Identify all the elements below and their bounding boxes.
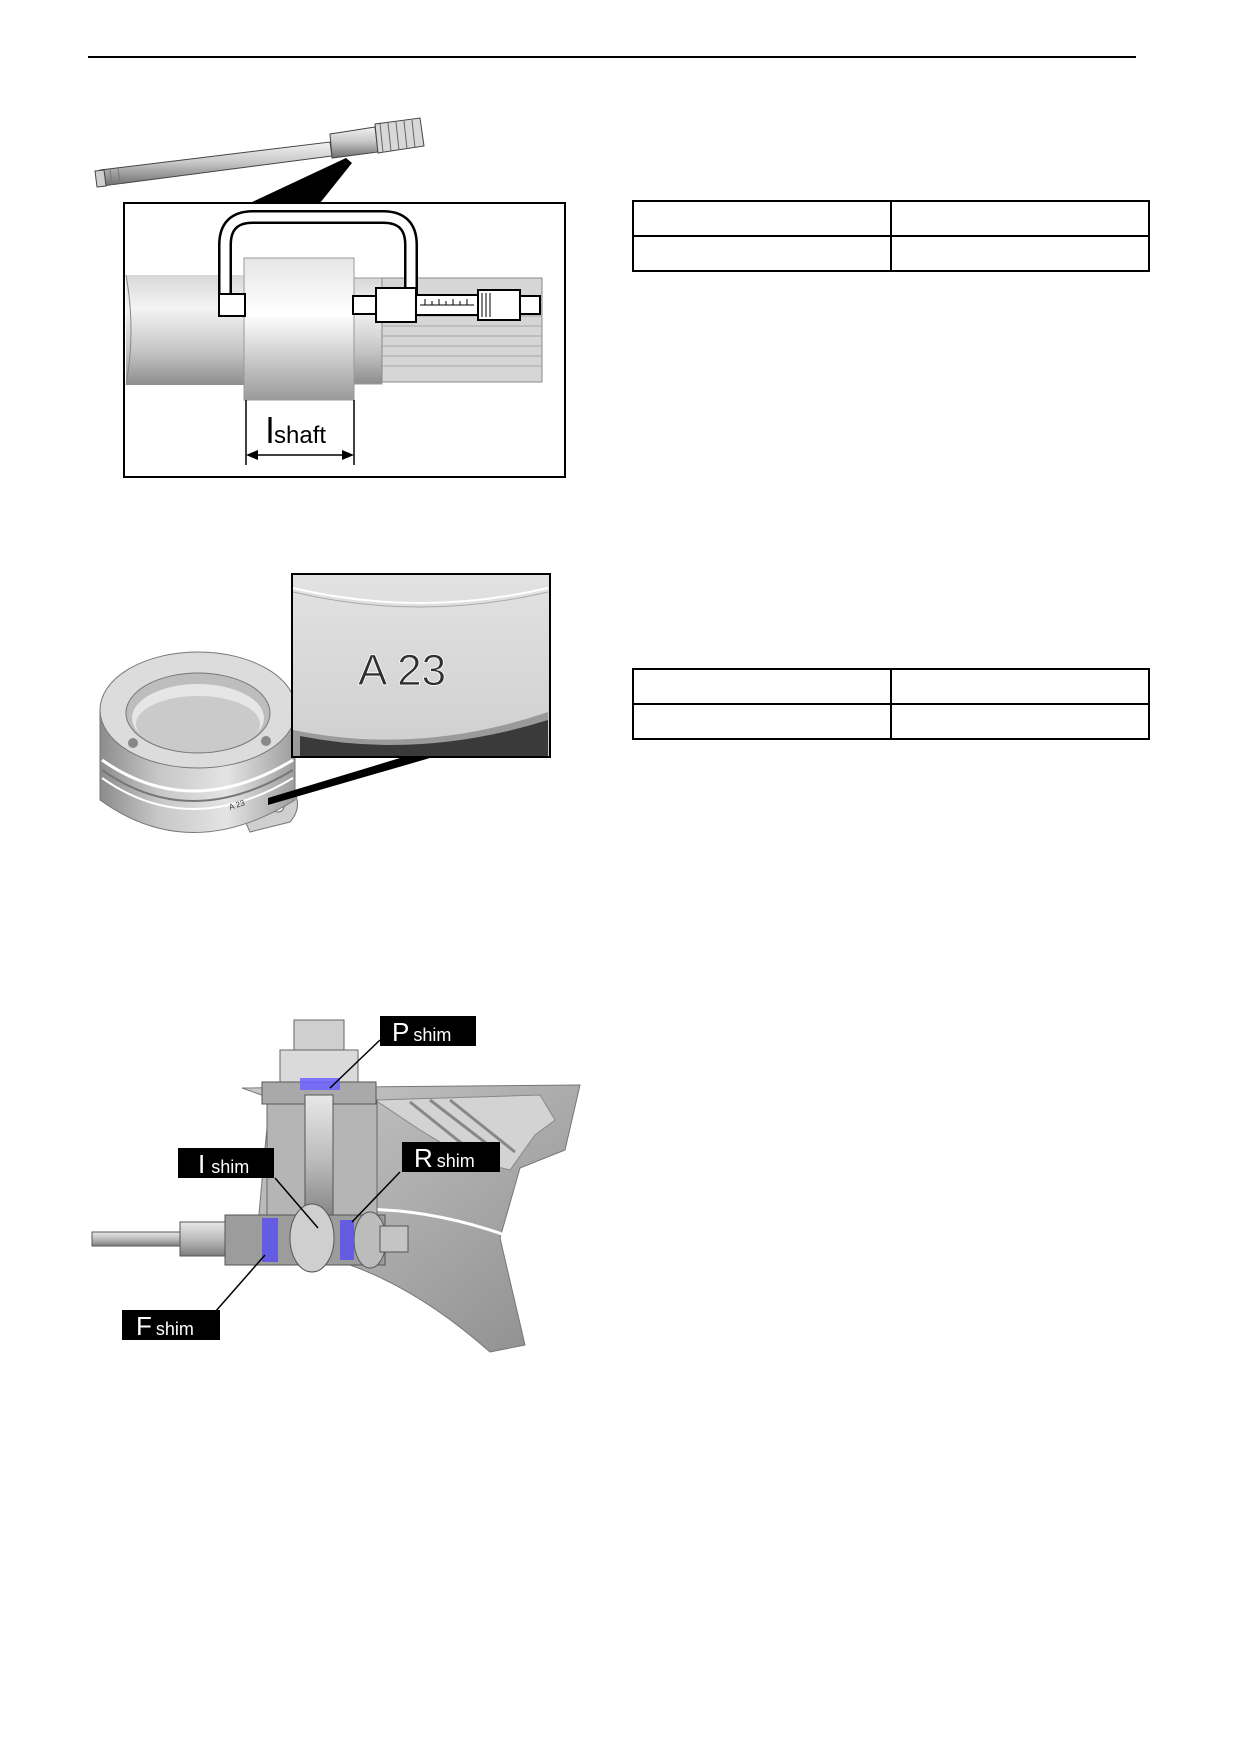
f-shim-mark (262, 1218, 278, 1262)
table-cell (890, 703, 1150, 740)
inset-marking: A 23 (358, 646, 446, 695)
r-shim-mark (340, 1220, 354, 1260)
spec-table-1 (632, 200, 1150, 272)
shaft-collar (243, 257, 355, 401)
header-rule (88, 56, 1136, 58)
micrometer (218, 210, 541, 323)
spec-table-2 (632, 668, 1150, 740)
bearing-housing-figure: A 23 A 23 (99, 573, 551, 833)
table-cell (632, 668, 892, 705)
table-cell (890, 668, 1150, 705)
dimension-label: lshaft (266, 410, 326, 451)
table-cell (632, 703, 892, 740)
table-cell (632, 200, 892, 237)
table-cell (632, 235, 892, 272)
dimension-l-shaft: lshaft (245, 400, 355, 465)
table-cell (890, 200, 1150, 237)
table-cell (890, 235, 1150, 272)
propeller-shaft (94, 117, 425, 188)
callout-wedge (250, 158, 352, 203)
shaft-measurement-figure: lshaft (94, 117, 566, 478)
